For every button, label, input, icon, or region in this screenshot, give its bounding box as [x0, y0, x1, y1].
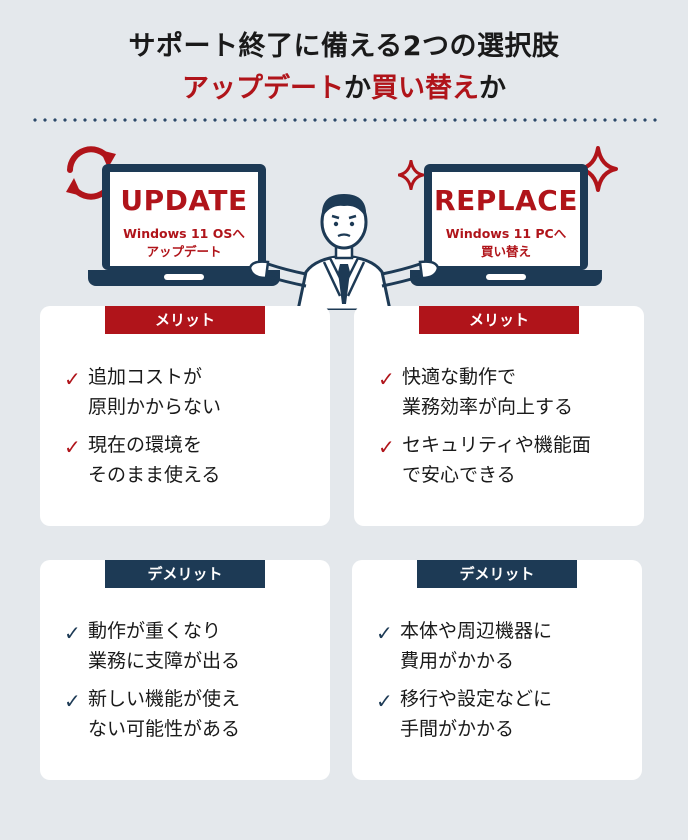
- update-desc: Windows 11 OSへ アップデート: [110, 225, 258, 261]
- replace-merit-card: メリット ✓ 快適な動作で 業務効率が向上する ✓ セキュリティや機能面 で安心…: [354, 306, 644, 526]
- replace-desc-line2: 買い替え: [480, 244, 531, 259]
- page-subtitle: アップデートか買い替えか: [0, 66, 688, 105]
- update-laptop-slot: [164, 274, 204, 280]
- update-merit-badge: メリット: [105, 306, 265, 334]
- page-title: サポート終了に備える2つの選択肢: [128, 31, 560, 62]
- check-icon: ✓: [64, 435, 81, 459]
- update-desc-line2: アップデート: [146, 244, 222, 259]
- check-icon: ✓: [64, 621, 81, 645]
- replace-merit-item-2-line1: セキュリティや機能面: [402, 434, 591, 456]
- sparkle-large-icon: [578, 146, 618, 192]
- replace-demerit-item-1-line2: 費用がかかる: [400, 650, 515, 672]
- subtitle-end: か: [479, 73, 506, 104]
- dotted-divider: [30, 118, 658, 122]
- update-demerit-item-2-line2: ない可能性がある: [88, 718, 241, 740]
- replace-demerit-item-1-line1: 本体や周辺機器に: [400, 620, 553, 642]
- update-demerit-card: デメリット ✓ 動作が重くなり 業務に支障が出る ✓ 新しい機能が使え ない可能…: [40, 560, 330, 780]
- replace-merit-badge: メリット: [419, 306, 579, 334]
- update-laptop-display: UPDATE Windows 11 OSへ アップデート: [110, 172, 258, 266]
- update-merit-item-2: ✓ 現在の環境を そのまま使える: [64, 430, 220, 490]
- replace-label: REPLACE: [434, 184, 578, 217]
- update-demerit-badge: デメリット: [105, 560, 265, 588]
- check-icon: ✓: [64, 367, 81, 391]
- replace-merit-item-1-line1: 快適な動作で: [402, 366, 517, 388]
- update-desc-line1: Windows 11 OSへ: [123, 226, 245, 241]
- update-merit-item-2-line1: 現在の環境を: [88, 434, 203, 456]
- replace-demerit-item-2-line1: 移行や設定などに: [400, 688, 553, 710]
- update-merit-item-2-line2: そのまま使える: [88, 464, 221, 486]
- update-demerit-item-1-line2: 業務に支障が出る: [88, 650, 241, 672]
- replace-demerit-badge: デメリット: [417, 560, 577, 588]
- replace-demerit-item-2-line2: 手間がかかる: [400, 718, 515, 740]
- update-laptop: UPDATE Windows 11 OSへ アップデート: [88, 164, 280, 290]
- replace-merit-item-2: ✓ セキュリティや機能面 で安心できる: [378, 430, 591, 490]
- update-demerit-item-1-line1: 動作が重くなり: [88, 620, 222, 642]
- check-icon: ✓: [376, 621, 393, 645]
- replace-laptop: REPLACE Windows 11 PCへ 買い替え: [410, 164, 602, 290]
- businessman-illustration: [248, 194, 440, 310]
- update-demerit-item-2: ✓ 新しい機能が使え ない可能性がある: [64, 684, 240, 744]
- replace-demerit-item-1: ✓ 本体や周辺機器に 費用がかかる: [376, 616, 552, 676]
- subtitle-update: アップデート: [182, 73, 344, 104]
- update-merit-item-1: ✓ 追加コストが 原則かからない: [64, 362, 221, 422]
- subtitle-connector: か: [344, 73, 371, 104]
- replace-merit-item-1-line2: 業務効率が向上する: [402, 396, 574, 418]
- check-icon: ✓: [64, 689, 81, 713]
- update-merit-item-1-line2: 原則かからない: [88, 396, 222, 418]
- subtitle-replace: 買い替え: [371, 73, 479, 104]
- replace-merit-item-1: ✓ 快適な動作で 業務効率が向上する: [378, 362, 573, 422]
- update-merit-item-1-line1: 追加コストが: [88, 366, 203, 388]
- replace-desc-line1: Windows 11 PCへ: [445, 226, 567, 241]
- update-demerit-item-1: ✓ 動作が重くなり 業務に支障が出る: [64, 616, 240, 676]
- replace-laptop-slot: [486, 274, 526, 280]
- replace-desc: Windows 11 PCへ 買い替え: [432, 225, 580, 261]
- sparkle-small-icon: [398, 160, 424, 190]
- check-icon: ✓: [376, 689, 393, 713]
- check-icon: ✓: [378, 435, 395, 459]
- update-merit-card: メリット ✓ 追加コストが 原則かからない ✓ 現在の環境を そのまま使える: [40, 306, 330, 526]
- replace-laptop-display: REPLACE Windows 11 PCへ 買い替え: [432, 172, 580, 266]
- replace-demerit-card: デメリット ✓ 本体や周辺機器に 費用がかかる ✓ 移行や設定などに 手間がかか…: [352, 560, 642, 780]
- replace-demerit-item-2: ✓ 移行や設定などに 手間がかかる: [376, 684, 552, 744]
- check-icon: ✓: [378, 367, 395, 391]
- replace-merit-item-2-line2: で安心できる: [402, 464, 516, 486]
- update-label: UPDATE: [120, 184, 248, 217]
- update-demerit-item-2-line1: 新しい機能が使え: [88, 688, 241, 710]
